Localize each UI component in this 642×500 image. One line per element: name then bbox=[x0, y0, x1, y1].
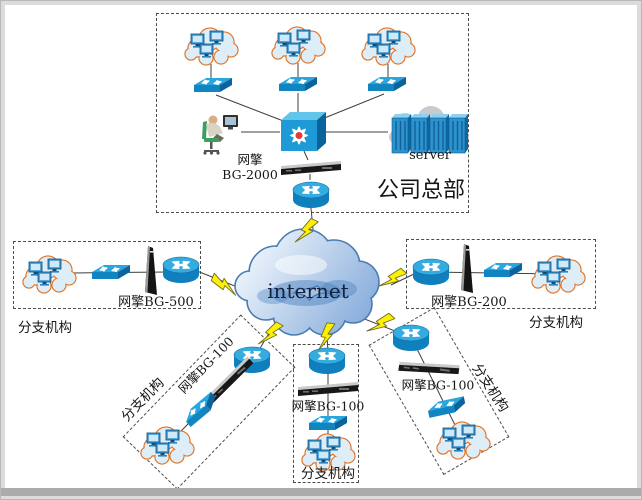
hq-lan-cloud-2 bbox=[272, 27, 325, 64]
branch-left-switch bbox=[92, 265, 130, 279]
branch-bottom-middle-appliance-label: 网擎BG-100 bbox=[291, 398, 365, 414]
hq-switch-3 bbox=[368, 77, 406, 91]
hq-server-farm bbox=[389, 106, 469, 153]
server-label: server bbox=[409, 148, 451, 164]
branch-right-bg200-appliance bbox=[461, 244, 473, 293]
hq-appliance-label-line1: 网擎 bbox=[237, 152, 263, 167]
branch-right-region-label: 分支机构 bbox=[529, 314, 583, 331]
hq-appliance-label-line2: BG-2000 bbox=[222, 167, 278, 182]
hq-lan-cloud-1 bbox=[185, 28, 238, 65]
hq-bg2000-appliance bbox=[281, 161, 341, 175]
branch-bottom-middle-boundary bbox=[293, 344, 359, 483]
branch-right-lan-cloud bbox=[532, 256, 585, 293]
branch-bottom-right-lan-cloud bbox=[437, 422, 490, 459]
branch-bottom-right-appliance-label: 网擎BG-100 bbox=[401, 377, 475, 393]
hq-router bbox=[293, 182, 329, 208]
branch-right-switch bbox=[484, 263, 522, 277]
branch-bottom-left-lan-cloud bbox=[141, 427, 194, 464]
branch-right-appliance-label: 网擎BG-200 bbox=[431, 295, 507, 311]
hq-region-label: 公司总部 bbox=[376, 177, 466, 203]
branch-left-lan-cloud bbox=[23, 256, 76, 293]
branch-bottom-left-switch bbox=[182, 392, 220, 427]
hq-appliance-label: 网擎 BG-2000 bbox=[222, 152, 278, 182]
internet-label: internet bbox=[267, 279, 349, 303]
hq-switch-1 bbox=[194, 78, 232, 92]
branch-left-region-label: 分支机构 bbox=[18, 319, 72, 336]
branch-bottom-middle-region-label: 分支机构 bbox=[301, 465, 355, 482]
branch-left-router bbox=[163, 257, 199, 283]
branch-left-bg500-appliance bbox=[145, 246, 157, 295]
branch-left-boundary bbox=[13, 241, 201, 309]
branch-bottom-middle-switch bbox=[309, 416, 347, 430]
admin-workstation-icon bbox=[201, 114, 239, 156]
branch-right-router bbox=[413, 259, 449, 285]
hq-switch-2 bbox=[279, 77, 317, 91]
branch-left-appliance-label: 网擎BG-500 bbox=[118, 295, 194, 311]
hq-lan-cloud-3 bbox=[362, 28, 415, 65]
page-bottom-border bbox=[1, 488, 641, 496]
branch-bottom-right-bg100-appliance bbox=[398, 356, 460, 380]
internet-cloud bbox=[234, 228, 380, 336]
branch-bottom-right-router bbox=[393, 325, 429, 351]
hq-core-switch bbox=[281, 112, 326, 151]
branch-bottom-right-switch bbox=[427, 396, 467, 418]
hq-boundary bbox=[156, 13, 469, 213]
branch-bottom-middle-router bbox=[309, 348, 345, 374]
lightning-bottom-right-link bbox=[366, 309, 396, 340]
